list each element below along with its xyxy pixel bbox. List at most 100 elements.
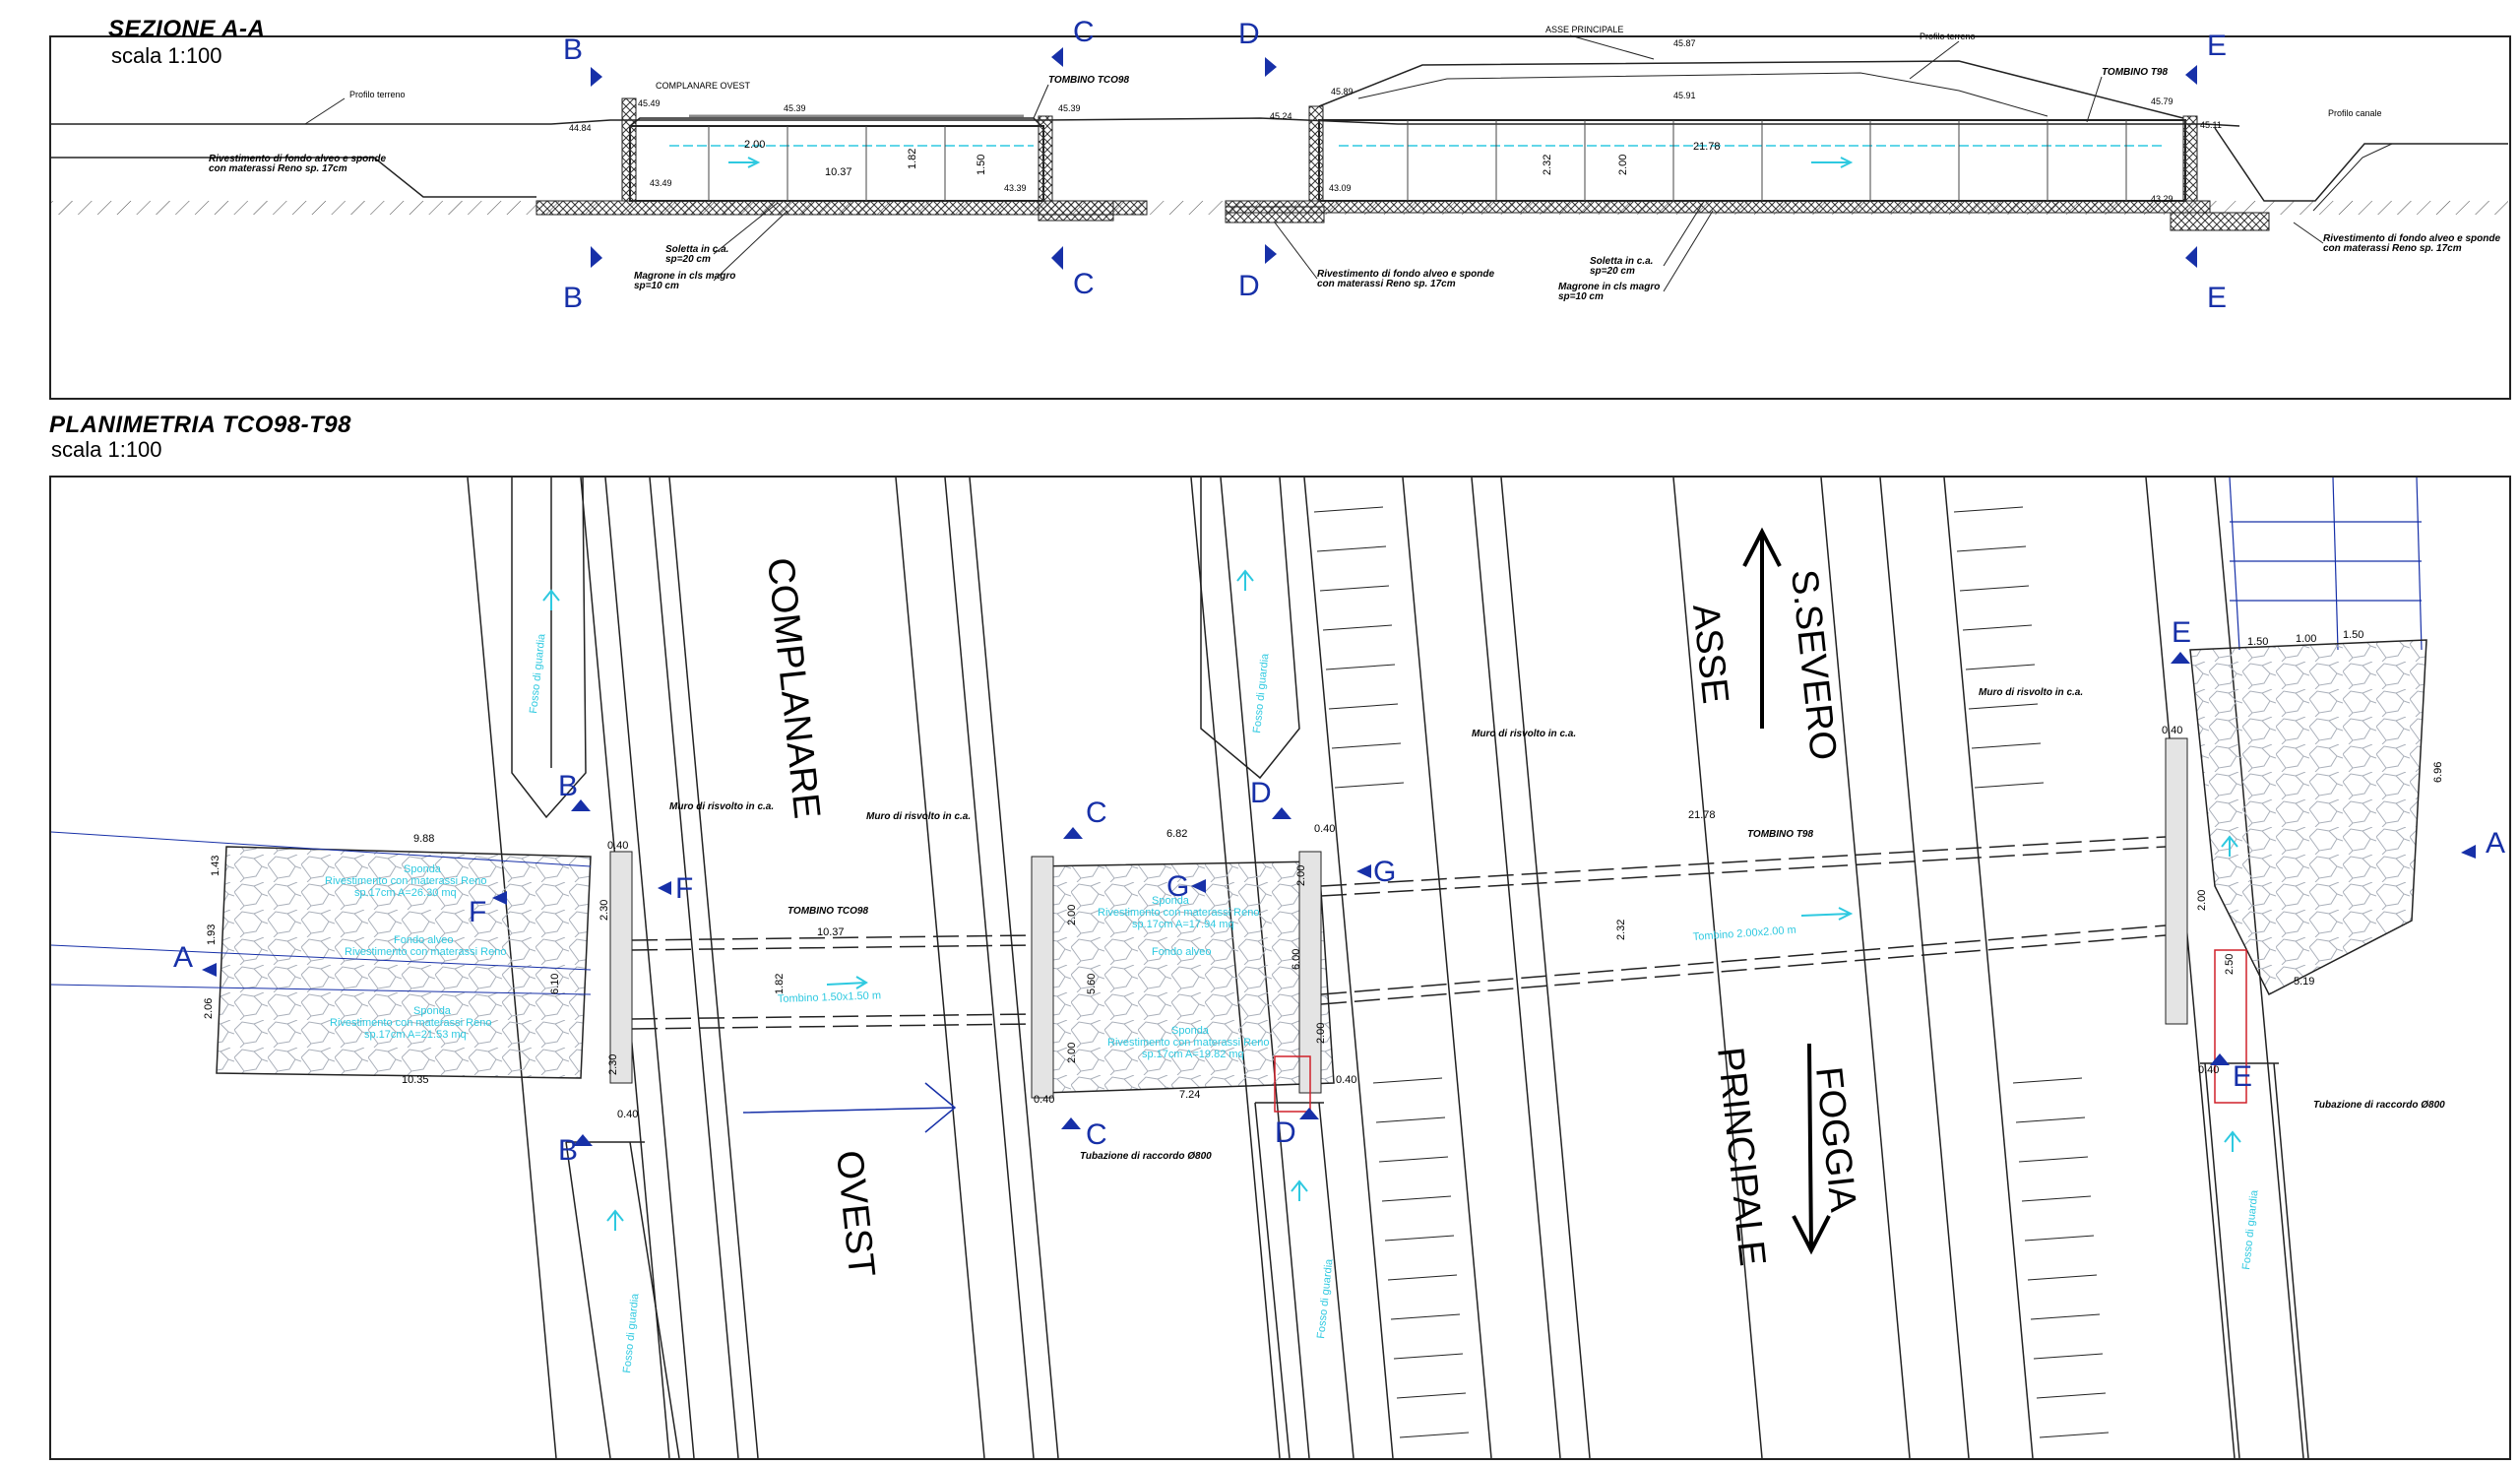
- elev-13: 43.09: [1329, 183, 1352, 193]
- revetment-labels-middle: Sponda Rivestimento con materassi Reno s…: [1098, 895, 1269, 1060]
- elev-7: 45.87: [1673, 38, 1696, 48]
- elev-11: 43.49: [650, 178, 672, 188]
- arrow-s-severo: [1742, 527, 1782, 729]
- elev-14: 43.29: [2151, 194, 2174, 204]
- revetment-left: [216, 846, 592, 1079]
- label-muro-2: Muro di risvolto in c.a.: [866, 811, 971, 822]
- label-rivestimento-2b: con materassi Reno sp. 17cm: [1317, 279, 1456, 289]
- label-soletta-1b: sp=20 cm: [665, 254, 711, 265]
- plan-cut-b-top: B: [558, 770, 578, 802]
- dim-560: 5.60: [1086, 974, 1098, 994]
- label-tombino-tco98: TOMBINO TCO98: [1048, 75, 1129, 86]
- label-profilo-terreno-1: Profilo terreno: [349, 90, 406, 99]
- dim-h4: 2.00: [1617, 155, 1629, 175]
- plan-cut-e-bottom: E: [2233, 1060, 2252, 1093]
- label-tombino-tco98-plan: TOMBINO TCO98: [788, 906, 868, 917]
- culvert-tco98-bays: [708, 126, 946, 201]
- wall-f: [609, 851, 633, 1084]
- dim-143: 1.43: [210, 856, 221, 876]
- wall-c-plan: [1031, 856, 1054, 1099]
- plan-cut-f-right: F: [675, 872, 693, 905]
- label-rivestimento-3a: Rivestimento di fondo alveo e sponde: [2323, 233, 2500, 244]
- riv-a: sp.17cm A=26.30 mq: [354, 887, 457, 899]
- label-fosso-3: Fosso di guardia: [621, 1292, 642, 1373]
- fondo-1: Fondo alveo: [394, 934, 454, 946]
- dim-040f: 0.40: [1336, 1074, 1356, 1086]
- dim-100: 1.00: [2296, 633, 2316, 645]
- dim-h2: 1.50: [976, 155, 987, 175]
- elev-8: 45.91: [1673, 91, 1696, 100]
- dim-200c: 2.00: [1295, 865, 1307, 886]
- road-foggia: FOGGIA: [1807, 1065, 1863, 1215]
- label-tubazione-2: Tubazione di raccordo Ø800: [2313, 1100, 2445, 1111]
- dim-724: 7.24: [1179, 1089, 1200, 1101]
- plan-cut-marks: A A B B C C D D E E F F G G: [173, 616, 2505, 1167]
- label-muro-4: Muro di risvolto in c.a.: [1979, 687, 2083, 698]
- dim-1035: 10.35: [402, 1074, 429, 1086]
- wall-e: [2182, 115, 2198, 202]
- flow-arrow-plan: [742, 1082, 957, 1133]
- dim-150a: 1.50: [2247, 636, 2268, 648]
- section-scale: scala 1:100: [111, 43, 222, 68]
- elev-2: 45.49: [638, 98, 661, 108]
- culvert-plan-lines: [631, 836, 2167, 1030]
- sponda-3: Sponda: [1152, 895, 1190, 907]
- label-magrone-1a: Magrone in cls magro: [634, 271, 735, 282]
- label-magrone-2a: Magrone in cls magro: [1558, 282, 1660, 292]
- embankment-inner: [1357, 72, 2048, 117]
- footing-e: [2170, 212, 2270, 231]
- plan-cut-f-left: F: [469, 896, 486, 928]
- label-rivestimento-1a: Rivestimento di fondo alveo e sponde: [209, 154, 386, 164]
- label-tombino-small: Tombino 1.50x1.50 m: [778, 989, 882, 1005]
- elev-1: 44.84: [569, 123, 592, 133]
- footing-c: [1038, 200, 1114, 222]
- label-fosso-4: Fosso di guardia: [1315, 1257, 1336, 1339]
- elev-3: 45.39: [784, 103, 806, 113]
- cut-b-top: B: [563, 33, 583, 66]
- wall-d: [1308, 105, 1324, 202]
- road-ovest: OVEST: [828, 1149, 882, 1279]
- road-principale: PRINCIPALE: [1709, 1046, 1773, 1268]
- label-tombino-big: Tombino 2.00x2.00 m: [1692, 924, 1796, 943]
- arrow-foggia: [1792, 1043, 1831, 1255]
- elev-6: 45.89: [1331, 87, 1354, 96]
- dim-040e: 0.40: [1314, 823, 1335, 835]
- ditch-top-right: [2229, 478, 2423, 651]
- riv-d: sp.17cm A=19.82 mq: [1142, 1049, 1244, 1060]
- label-magrone-2b: sp=10 cm: [1558, 291, 1604, 302]
- cut-d-top: D: [1238, 18, 1260, 50]
- road-lines: [467, 478, 2304, 1458]
- riv-5: Rivestimento con materassi Reno: [1107, 1037, 1269, 1049]
- revetment-right: [2189, 639, 2427, 996]
- dim-200e: 2.00: [2196, 890, 2208, 911]
- road-s-severo: S.SEVERO: [1783, 568, 1844, 763]
- dim-600: 6.00: [1291, 949, 1302, 970]
- section-dims: 2.00 10.37 1.82 1.50 21.78 2.32 2.00: [744, 139, 1721, 178]
- embankment-left: [51, 157, 536, 198]
- section-cut-marks: B B C C D D E E: [563, 16, 2227, 314]
- label-complanare-ovest: COMPLANARE OVEST: [656, 81, 751, 91]
- label-rivestimento-1b: con materassi Reno sp. 17cm: [209, 163, 347, 174]
- dim-230b: 2.30: [607, 1054, 619, 1075]
- plan-cut-g-right: G: [1373, 856, 1396, 888]
- cut-e-top: E: [2207, 30, 2227, 62]
- sponda-1: Sponda: [404, 863, 442, 875]
- label-fosso-2: Fosso di guardia: [1251, 652, 1272, 733]
- pipe-box-e: [2214, 949, 2247, 1104]
- riv-2: Rivestimento con materassi Reno: [345, 946, 506, 958]
- terrain-profile: [51, 117, 2240, 127]
- label-tombino-t98-plan: TOMBINO T98: [1747, 829, 1813, 840]
- riv-b: sp.17cm A=21.53 mq: [364, 1029, 467, 1041]
- dim-200b: 2.00: [1066, 1043, 1078, 1063]
- flow-arrow-2: [1811, 157, 1854, 168]
- section-title: SEZIONE A-A: [108, 16, 266, 42]
- plan-cut-e-top: E: [2172, 616, 2191, 649]
- plan-cut-c-top: C: [1086, 797, 1107, 829]
- label-muro-1: Muro di risvolto in c.a.: [669, 801, 774, 812]
- revetment-labels-left: Sponda Rivestimento con materassi Reno s…: [325, 863, 506, 1041]
- label-tubazione-1: Tubazione di raccordo Ø800: [1080, 1151, 1212, 1162]
- section-drawing: Profilo terreno Profilo terreno Profilo …: [51, 16, 2508, 314]
- label-soletta-2a: Soletta in c.a.: [1590, 256, 1653, 267]
- dim-206: 2.06: [203, 998, 215, 1019]
